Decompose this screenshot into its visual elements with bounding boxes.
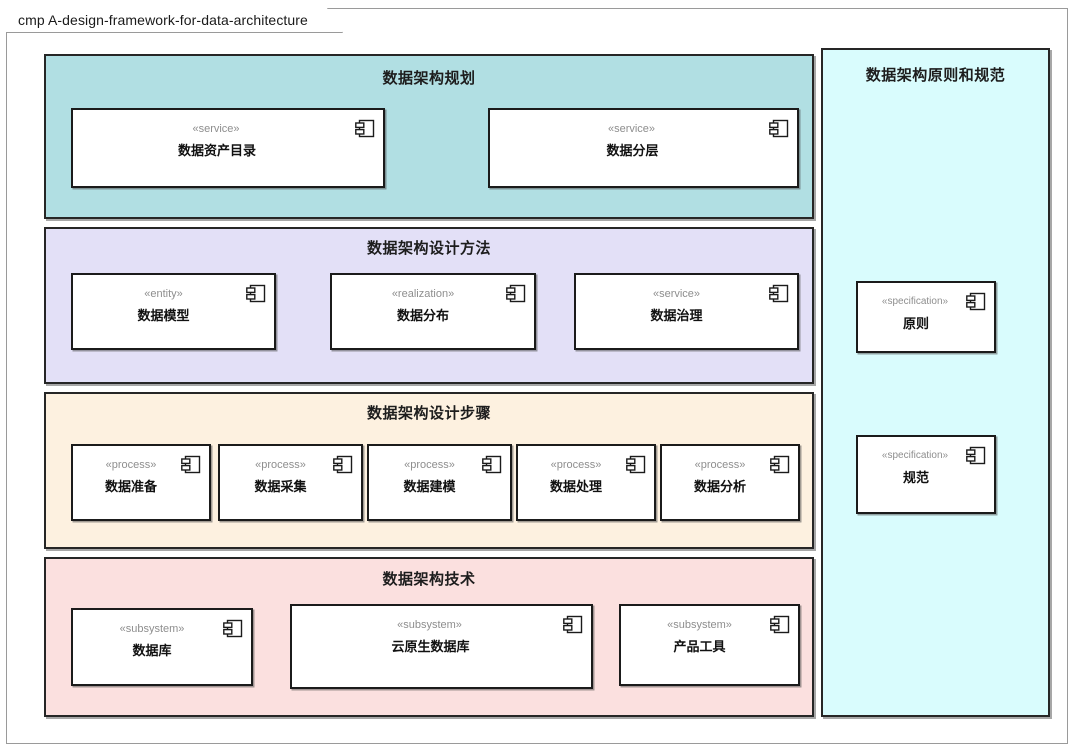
component-data-layering[interactable]: «service» 数据分层 [488, 108, 799, 188]
package-title-planning: 数据架构规划 [382, 70, 476, 87]
component-stereotype: «service» [652, 288, 701, 300]
component-icon [966, 446, 986, 465]
component-stereotype: «specification» [881, 450, 949, 461]
package-title-principles: 数据架构原则和规范 [865, 67, 1006, 84]
component-product-tools[interactable]: «subsystem» 产品工具 [619, 604, 800, 686]
package-data-architecture-principles-and-standards[interactable]: 数据架构原则和规范 «specification» 原则 «specificat… [821, 48, 1050, 717]
component-icon [769, 119, 789, 138]
component-name: 数据建模 [403, 479, 456, 494]
package-data-architecture-design-steps[interactable]: 数据架构设计步骤 «process» 数据准备 «process» 数据采集 «… [44, 392, 814, 549]
component-database[interactable]: «subsystem» 数据库 [71, 608, 253, 686]
component-data-asset-catalog[interactable]: «service» 数据资产目录 [71, 108, 385, 188]
component-icon [769, 284, 789, 303]
component-stereotype: «process» [255, 459, 306, 471]
package-data-architecture-planning[interactable]: 数据架构规划 «service» 数据资产目录 «service» 数据分层 [44, 54, 814, 219]
component-stereotype: «entity» [144, 288, 183, 300]
component-stereotype: «subsystem» [397, 619, 462, 631]
component-stereotype: «subsystem» [119, 623, 185, 635]
component-stereotype: «service» [192, 123, 240, 135]
component-icon [482, 455, 502, 474]
component-name: 数据处理 [549, 479, 602, 494]
component-name: 数据分析 [693, 479, 746, 494]
component-data-processing[interactable]: «process» 数据处理 [516, 444, 656, 521]
component-standards[interactable]: «specification» 规范 [856, 435, 996, 514]
component-data-preparation[interactable]: «process» 数据准备 [71, 444, 211, 521]
component-data-model[interactable]: «entity» 数据模型 [71, 273, 276, 350]
component-icon [223, 619, 243, 638]
component-stereotype: «process» [694, 459, 746, 471]
component-name: 规范 [902, 470, 929, 485]
component-stereotype: «subsystem» [667, 619, 732, 631]
component-stereotype: «service» [607, 123, 656, 135]
component-name: 数据库 [132, 643, 172, 658]
component-icon [246, 284, 266, 303]
component-stereotype: «process» [105, 459, 157, 471]
package-data-architecture-technology[interactable]: 数据架构技术 «subsystem» 数据库 «subsystem» 云原生数据… [44, 557, 814, 717]
component-name: 数据治理 [650, 308, 703, 323]
component-cloud-native-database[interactable]: «subsystem» 云原生数据库 [290, 604, 593, 689]
package-title-steps: 数据架构设计步骤 [366, 405, 491, 422]
component-data-collection[interactable]: «process» 数据采集 [218, 444, 363, 521]
diagram-title-tab: cmp A-design-framework-for-data-architec… [6, 8, 343, 33]
component-name: 云原生数据库 [391, 639, 470, 654]
component-icon [506, 284, 526, 303]
component-stereotype: «realization» [391, 288, 455, 300]
component-icon [333, 455, 353, 474]
component-name: 产品工具 [673, 639, 726, 654]
component-data-analysis[interactable]: «process» 数据分析 [660, 444, 800, 521]
component-icon [181, 455, 201, 474]
component-name: 原则 [902, 316, 929, 331]
component-name: 数据模型 [137, 308, 190, 323]
component-name: 数据资产目录 [177, 143, 256, 158]
component-stereotype: «process» [404, 459, 455, 471]
component-icon [626, 455, 646, 474]
package-title-method: 数据架构设计方法 [366, 240, 491, 257]
component-principles[interactable]: «specification» 原则 [856, 281, 996, 353]
package-title-technology: 数据架构技术 [382, 571, 476, 588]
diagram-title-text: cmp A-design-framework-for-data-architec… [18, 12, 308, 28]
component-icon [355, 119, 375, 138]
package-data-architecture-design-method[interactable]: 数据架构设计方法 «entity» 数据模型 «realization» 数据分… [44, 227, 814, 384]
component-stereotype: «specification» [881, 296, 949, 307]
component-icon [770, 615, 790, 634]
component-name: 数据准备 [104, 479, 157, 494]
component-data-modeling[interactable]: «process» 数据建模 [367, 444, 512, 521]
component-icon [770, 455, 790, 474]
component-icon [966, 292, 986, 311]
component-stereotype: «process» [550, 459, 602, 471]
component-icon [563, 615, 583, 634]
component-name: 数据分层 [606, 143, 659, 158]
component-data-distribution[interactable]: «realization» 数据分布 [330, 273, 536, 350]
component-name: 数据分布 [396, 308, 449, 323]
component-data-governance[interactable]: «service» 数据治理 [574, 273, 799, 350]
component-name: 数据采集 [254, 479, 307, 494]
